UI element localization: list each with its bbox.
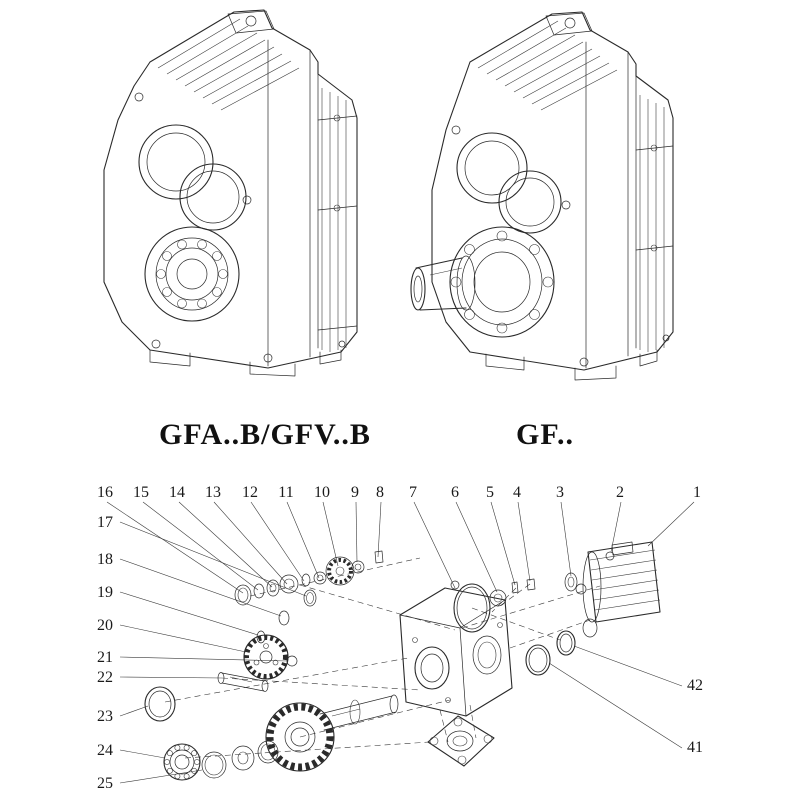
leader-lines-top	[106, 501, 695, 594]
intermediate-shaft-parts	[234, 550, 384, 606]
exploded-parts-diagram: 16 15 14 13 12 11 10 9 8 7 6 5 4 3 2 1 1…	[97, 484, 703, 792]
cooling-fins-right	[477, 20, 618, 111]
callout-25: 25	[97, 775, 113, 792]
output-shaft-parts	[144, 686, 399, 781]
mid-gear-parts	[217, 589, 317, 692]
side-ribs-right	[635, 95, 674, 352]
gearbox-drawing-gf	[410, 11, 674, 381]
callout-1: 1	[693, 484, 701, 501]
callout-10: 10	[314, 484, 330, 501]
callout-21: 21	[97, 649, 113, 666]
callout-3: 3	[556, 484, 564, 501]
callout-17: 17	[97, 514, 113, 531]
callout-6: 6	[451, 484, 459, 501]
callout-12: 12	[242, 484, 258, 501]
callout-11: 11	[278, 484, 293, 501]
callout-19: 19	[97, 584, 113, 601]
callout-15: 15	[133, 484, 149, 501]
callout-42: 42	[687, 677, 703, 694]
housing	[399, 580, 513, 717]
model-label-gfab: GFA..B/GFV..B	[159, 418, 371, 451]
callout-numbers: 16 15 14 13 12 11 10 9 8 7 6 5 4 3 2 1 1…	[97, 484, 703, 792]
callout-14: 14	[169, 484, 185, 501]
leader-lines-right	[548, 645, 683, 749]
output-shaft	[410, 255, 476, 311]
callout-5: 5	[486, 484, 494, 501]
cooling-fins-left	[157, 18, 300, 111]
leader-lines-left	[119, 521, 307, 784]
model-label-gf: GF..	[516, 418, 574, 451]
callout-8: 8	[376, 484, 384, 501]
callout-4: 4	[513, 484, 521, 501]
callout-13: 13	[205, 484, 221, 501]
callout-20: 20	[97, 617, 113, 634]
side-ribs-left	[317, 88, 358, 352]
callout-16: 16	[97, 484, 113, 501]
callout-22: 22	[97, 669, 113, 686]
input-side-parts	[453, 551, 615, 633]
callout-23: 23	[97, 708, 113, 725]
gearbox-drawing-gfab	[103, 9, 358, 377]
motor	[575, 541, 661, 623]
callout-41: 41	[687, 739, 703, 756]
output-bearing	[144, 226, 240, 322]
callout-7: 7	[409, 484, 417, 501]
callout-18: 18	[97, 551, 113, 568]
cover-and-rings	[427, 618, 598, 767]
callout-24: 24	[97, 742, 113, 759]
callout-9: 9	[351, 484, 359, 501]
callout-2: 2	[616, 484, 624, 501]
output-flange	[449, 226, 555, 338]
